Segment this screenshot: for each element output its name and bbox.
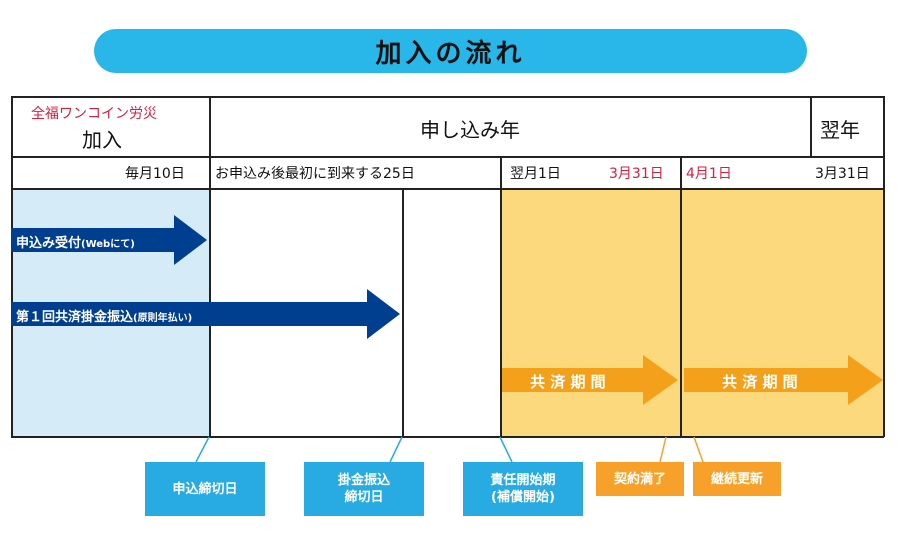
page-title: 加入の流れ [94,29,807,73]
callout-renewal: 継続更新 [693,462,781,496]
callout-coverage-start-line2: (補償開始) [491,490,555,505]
table-left-border [11,96,13,437]
dates-bottom-border [11,188,884,190]
callout-application-deadline-text: 申込締切日 [172,481,238,497]
header-enrollment: 加入 [82,128,122,152]
payment-label: 第１回共済掛金振込 [16,310,134,325]
payment-arrow-label: 第１回共済掛金振込(原則年払い) [16,306,192,325]
table-right-border [883,96,885,437]
callout-application-deadline: 申込締切日 [145,462,265,516]
header-plan-name: 全福ワンコイン労災 [31,106,157,122]
header-application-year: 申し込み年 [420,118,520,142]
header-next-year: 翌年 [820,118,860,142]
callout-contract-end: 契約満了 [596,462,684,496]
header-bottom-border [11,156,884,158]
coverage-period-bg-next [680,189,884,437]
application-arrow-label: 申込み受付(Webにて) [16,232,135,251]
date-next-month-1st: 翌月1日 [510,166,561,182]
coverage-label-current: 共 済 期 間 [530,373,606,391]
table-bottom-border [11,436,884,438]
table-top-border [11,96,884,98]
divider-renewal [680,156,682,437]
callout-coverage-start: 責任開始期 (補償開始) [463,462,583,516]
date-march-31-current: 3月31日 [609,166,664,182]
divider-next-year [810,96,812,157]
date-monthly-10th: 毎月10日 [125,166,185,182]
callout-payment-deadline-line2: 締切日 [344,490,384,505]
divider-payment [402,188,404,437]
application-note: (Webにて) [81,239,135,250]
callout-coverage-start-line1: 責任開始期 [490,473,556,488]
date-first-25th: お申込み後最初に到来する25日 [215,166,415,182]
callout-payment-deadline-line1: 掛金振込 [337,473,390,488]
divider-coverage-start [500,156,502,437]
coverage-period-bg-current [500,189,680,437]
divider-col1 [209,96,211,437]
callout-payment-deadline: 掛金振込 締切日 [304,462,424,516]
payment-note: (原則年払い) [133,313,193,324]
application-label: 申込み受付 [16,236,82,251]
date-april-1st: 4月1日 [686,166,732,182]
callout-contract-end-text: 契約満了 [613,471,666,487]
callout-renewal-text: 継続更新 [710,471,763,487]
coverage-label-next: 共 済 期 間 [722,373,798,391]
date-march-31-next: 3月31日 [815,166,870,182]
